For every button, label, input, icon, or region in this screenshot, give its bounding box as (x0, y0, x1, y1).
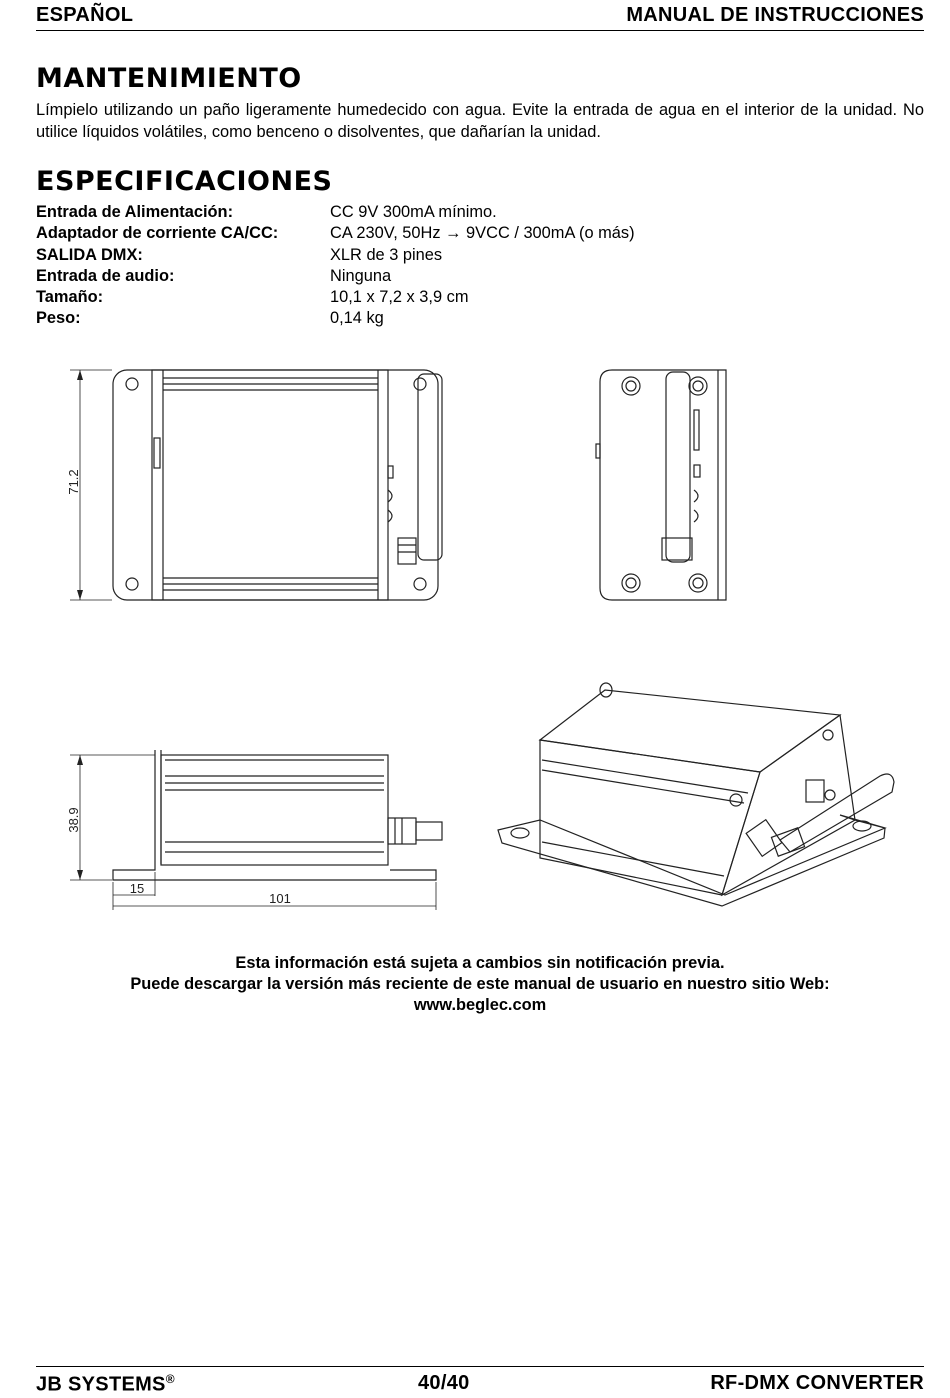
spec-label: Entrada de Alimentación: (36, 203, 234, 221)
specifications-heading: ESPECIFICACIONES (36, 166, 333, 197)
maintenance-text: Límpielo utilizando un paño ligeramente … (36, 101, 924, 141)
page-footer: JB SYSTEMS® 40/40 RF-DMX CONVERTER (36, 1366, 924, 1398)
spec-value: 0,14 kg (330, 309, 384, 328)
dimension-depth-label: 38.9 (66, 807, 81, 832)
spec-value: CC 9V 300mA mínimo. (330, 203, 497, 221)
spec-value: 10,1 x 7,2 x 3,9 cm (330, 288, 469, 307)
spec-value: Ninguna (330, 266, 392, 285)
notice-line-download: Puede descargar la versión más reciente … (130, 975, 830, 993)
notice-website: www.beglec.com (413, 996, 547, 1014)
specifications-table: Entrada de Alimentación: CC 9V 300mA mín… (36, 202, 635, 330)
dimension-foot-label: 15 (130, 881, 144, 896)
spec-row-dmx-output: SALIDA DMX: XLR de 3 pines (36, 245, 635, 266)
spec-label: Entrada de audio: (36, 266, 175, 285)
page-header: ESPAÑOL MANUAL DE INSTRUCCIONES (36, 2, 924, 31)
spec-row-audio-input: Entrada de audio: Ninguna (36, 266, 635, 287)
end-view-drawing (595, 369, 727, 601)
spec-label: SALIDA DMX: (36, 245, 143, 264)
spec-label: Adaptador de corriente CA/CC: (36, 224, 279, 243)
registered-mark: ® (165, 1372, 175, 1386)
spec-row-weight: Peso: 0,14 kg (36, 308, 635, 329)
header-manual-title: MANUAL DE INSTRUCCIONES (626, 4, 924, 26)
spec-label: Peso: (36, 309, 81, 328)
spec-row-power-input: Entrada de Alimentación: CC 9V 300mA mín… (36, 202, 635, 223)
spec-row-adapter: Adaptador de corriente CA/CC: CA 230V, 5… (36, 223, 635, 244)
dimension-width-label: 101 (269, 891, 291, 906)
spec-row-size: Tamaño: 10,1 x 7,2 x 3,9 cm (36, 287, 635, 308)
dimension-height-label: 71.2 (66, 469, 81, 494)
footer-page-number: 40/40 (418, 1372, 470, 1394)
front-view-drawing: 38.9 15 101 (66, 750, 443, 910)
top-view-drawing: 71.2 (66, 369, 443, 601)
footer-brand: JB SYSTEMS® (36, 1372, 175, 1396)
spec-value: XLR de 3 pines (330, 245, 443, 264)
spec-label: Tamaño: (36, 288, 104, 307)
footer-product: RF-DMX CONVERTER (710, 1372, 924, 1394)
header-language: ESPAÑOL (36, 4, 134, 26)
spec-value: CA 230V, 50Hz → 9VCC / 300mA (o más) (330, 224, 635, 243)
isometric-view-drawing (497, 682, 895, 907)
notice-block: Esta información está sujeta a cambios s… (36, 953, 924, 1016)
maintenance-heading: MANTENIMIENTO (36, 63, 302, 94)
notice-line-changes: Esta información está sujeta a cambios s… (235, 954, 725, 972)
